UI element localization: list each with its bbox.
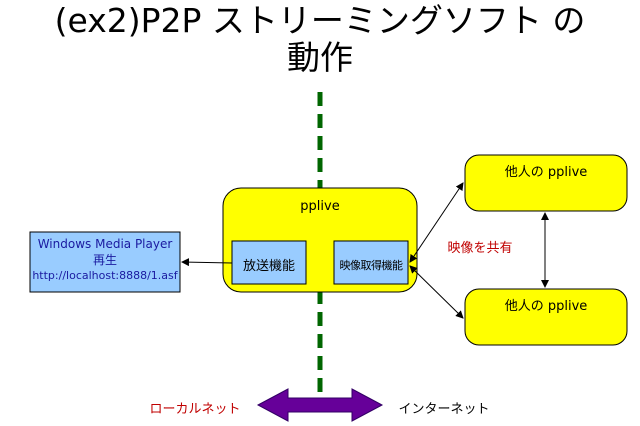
- wmp-label: Windows Media Player 再生 http://localhost…: [30, 236, 180, 284]
- wmp-label-line-3: http://localhost:8888/1.asf: [32, 269, 178, 282]
- broadcast-box: [231, 240, 307, 285]
- video-acquire-box: [333, 240, 409, 285]
- arrow-broadcast-to-wmp: [181, 258, 233, 267]
- peer-bottom-label: 他人の pplive: [504, 299, 588, 314]
- title-line-2: 動作: [287, 38, 353, 77]
- title-line-1: (ex2)P2P ストリーミングソフト の: [54, 1, 586, 40]
- share-label: 映像を共有: [447, 241, 513, 256]
- peer-top-box: [464, 154, 628, 212]
- video-acquire-label: 映像取得機能: [339, 259, 404, 272]
- page-title: (ex2)P2P ストリーミングソフト の 動作: [0, 2, 640, 76]
- peer-bottom-box: [464, 288, 628, 346]
- wmp-box: [29, 231, 181, 293]
- wmp-label-line-2: 再生: [92, 253, 117, 267]
- broadcast-label: 放送機能: [242, 259, 295, 274]
- arrow-peer-bottom-to-acquire: [409, 265, 464, 319]
- network-double-arrow: [256, 388, 384, 422]
- local-net-label: ローカルネット: [149, 402, 241, 417]
- arrow-peer-top-to-acquire: [409, 182, 464, 263]
- pplive-main-label: pplive: [300, 199, 340, 214]
- wmp-label-line-1: Windows Media Player: [37, 237, 173, 251]
- internet-label: インターネット: [398, 402, 490, 417]
- peer-top-label: 他人の pplive: [504, 165, 588, 180]
